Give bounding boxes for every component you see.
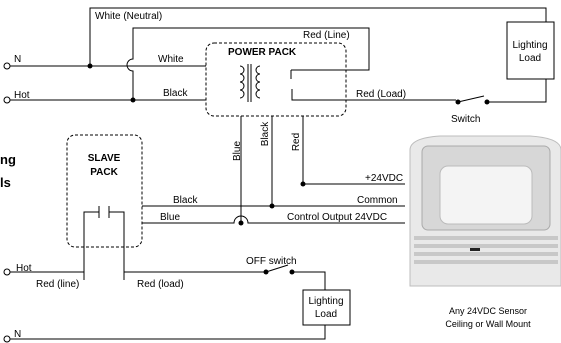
lighting-load-bottom	[302, 289, 351, 326]
hot-terminal-top	[3, 96, 11, 104]
slave-pack-label-2: PACK	[90, 167, 118, 178]
slave-pack-box	[66, 134, 143, 248]
off-switch-blade	[265, 264, 289, 273]
black-label: Black	[163, 88, 188, 99]
transformer-primary-coil	[239, 65, 245, 99]
lighting-load-top	[506, 21, 555, 80]
n-terminal-bottom-label: N	[14, 329, 21, 340]
junction-dot	[130, 97, 136, 103]
lighting-load-top-label-1: Lighting	[512, 40, 547, 51]
junction-dot	[87, 63, 93, 69]
blue-lead-label: Blue	[232, 141, 243, 161]
n-terminal-bottom	[3, 335, 11, 343]
hot-terminal-bottom-label: Hot	[16, 263, 32, 274]
junction-dot	[300, 181, 306, 187]
transformer-secondary-coil	[255, 65, 261, 99]
white-label: White	[158, 54, 184, 65]
slave-relay-contact	[83, 206, 125, 280]
plus24-label: +24VDC	[365, 173, 403, 184]
hot-terminal-top-label: Hot	[14, 90, 30, 101]
switch-label: Switch	[451, 114, 480, 125]
relay-contact	[290, 69, 346, 101]
left-edge-text-1: ng	[0, 152, 16, 167]
hot-terminal-bottom	[3, 268, 11, 276]
n-terminal-top-label: N	[14, 54, 21, 65]
red-line-wire	[126, 27, 370, 99]
slave-blue-label: Blue	[160, 212, 180, 223]
black-lead-label: Black	[260, 121, 271, 146]
red-lead-label: Red	[291, 133, 302, 151]
white-neutral-label: White (Neutral)	[95, 11, 162, 22]
control-output-label: Control Output 24VDC	[287, 212, 387, 223]
junction-dot	[238, 220, 244, 226]
n-terminal-top	[3, 62, 11, 70]
red-load-bottom-label: Red (load)	[137, 279, 184, 290]
sensor-illustration	[409, 135, 561, 287]
off-switch-to-load-wire	[292, 271, 326, 290]
common-label: Common	[357, 195, 398, 206]
red-load-label: Red (Load)	[356, 89, 406, 100]
lighting-load-bottom-label-2: Load	[315, 309, 337, 320]
lighting-load-top-label-2: Load	[519, 53, 541, 64]
red-line-bottom-label: Red (line)	[36, 279, 79, 290]
n-wire-bottom	[10, 325, 326, 340]
power-pack-label: POWER PACK	[228, 47, 297, 58]
off-switch-label: OFF switch	[246, 256, 297, 267]
slave-black-label: Black	[173, 195, 198, 206]
slave-pack-label-1: SLAVE	[88, 153, 121, 164]
red-line-label: Red (Line)	[303, 30, 350, 41]
white-neutral-wire	[89, 7, 547, 66]
power-pack-box	[205, 42, 347, 117]
sensor-label-2: Ceiling or Wall Mount	[445, 319, 531, 329]
left-edge-text-2: ls	[0, 175, 11, 190]
lighting-load-bottom-label-1: Lighting	[308, 296, 343, 307]
switch-blade	[457, 95, 485, 103]
transformer-core	[247, 64, 252, 102]
switch-to-load-wire	[487, 79, 547, 103]
sensor-label-1: Any 24VDC Sensor	[449, 306, 527, 316]
